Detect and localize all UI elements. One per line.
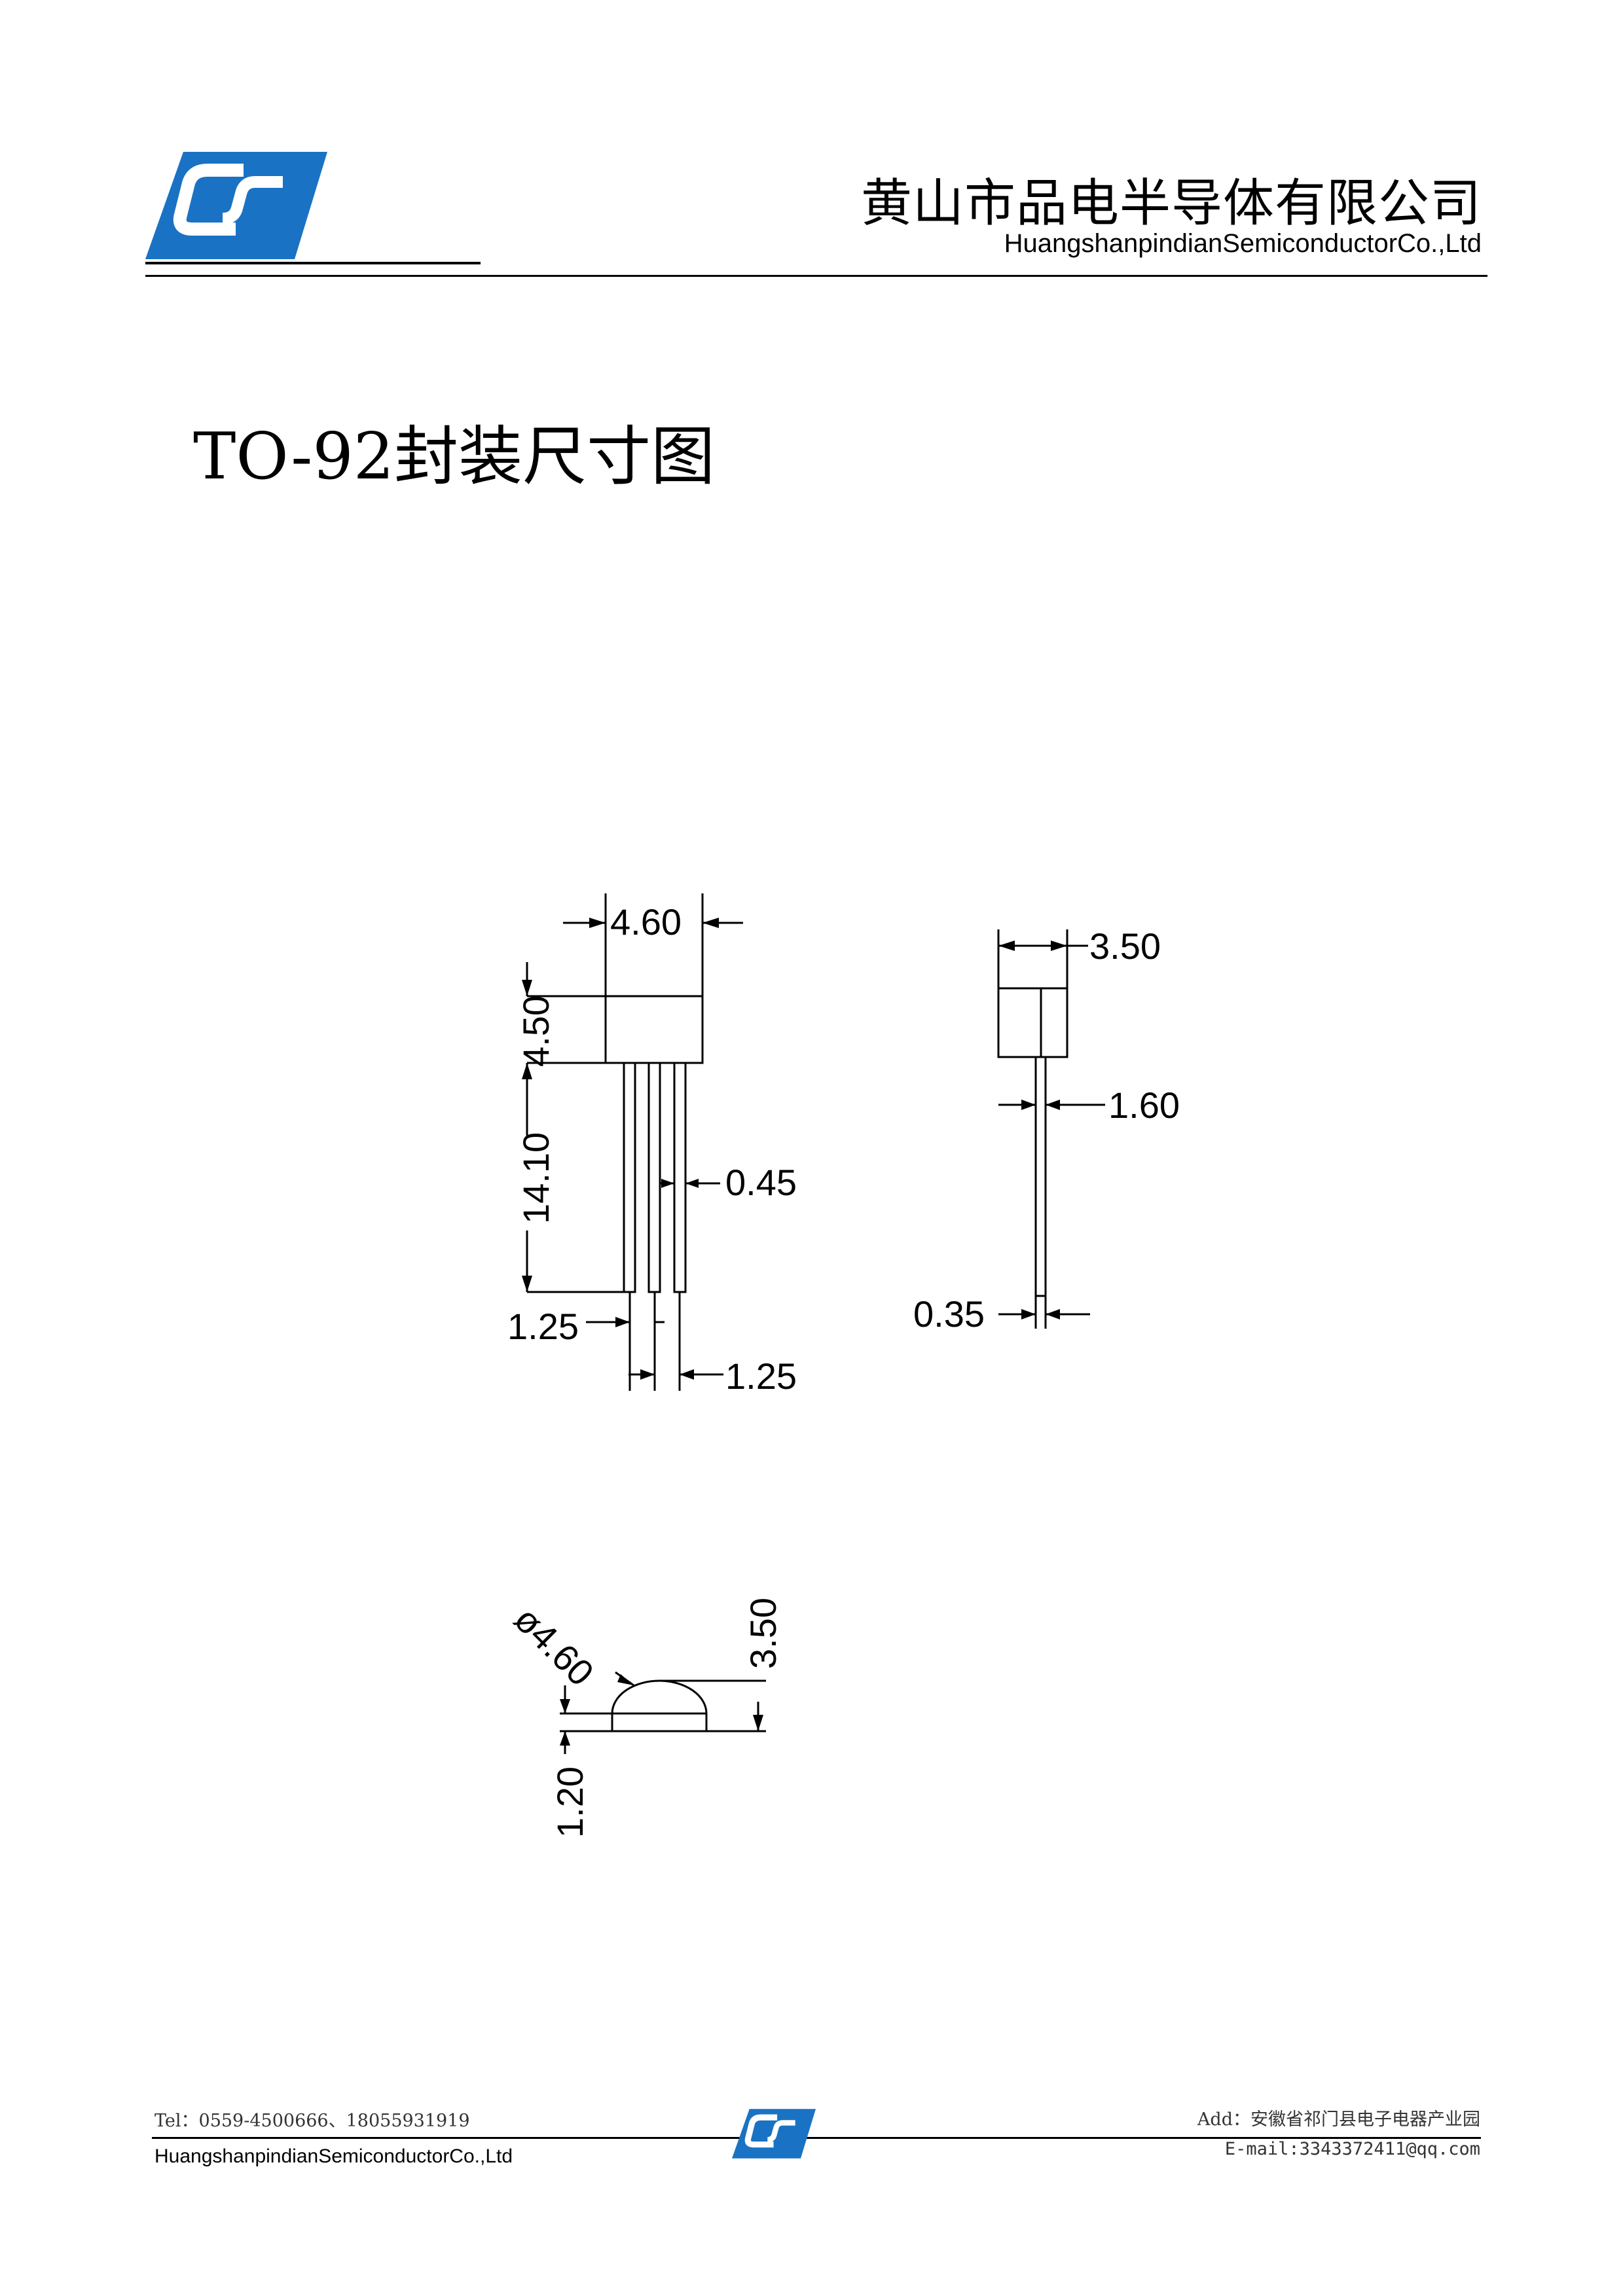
company-logo [145,152,327,259]
side-view [997,929,1105,1329]
header-divider [145,275,1487,277]
front-body [604,995,704,1064]
footer-company-en: HuangshanpindianSemiconductorCo.,Ltd [155,2145,513,2167]
footer-logo [732,2109,816,2159]
dim-bottom-height: 3.50 [742,1598,784,1669]
footer-telephone: Tel：0559-4500666、18055931919 [155,2111,470,2131]
document-title: TO-92封装尺寸图 [193,420,716,494]
dim-body-height: 4.50 [515,996,556,1067]
dim-bottom-diameter: ø4.60 [507,1598,602,1694]
dim-lead-length: 14.10 [515,1132,556,1224]
company-name-en: HuangshanpindianSemiconductorCo.,Ltd [1004,229,1482,258]
dim-pitch-right: 1.25 [725,1355,797,1397]
bottom-outline [611,1679,708,1732]
front-lead-left [623,1062,636,1293]
logo-underline [145,262,481,264]
bottom-view [560,1671,766,1754]
dim-body-depth: 3.50 [1089,925,1161,967]
dim-lead-thickness: 0.35 [913,1293,985,1335]
footer-divider [152,2137,1481,2139]
company-name-cn: 黄山市品电半导体有限公司 [860,174,1482,233]
dim-bottom-flat-height: 1.20 [549,1767,591,1838]
side-body [997,987,1068,1058]
footer-email: E-mail:3343372411@qq.com [1224,2139,1480,2159]
dim-body-width: 4.60 [610,901,682,942]
side-lead [1034,1056,1047,1297]
dim-lead-offset: 1.60 [1108,1085,1180,1126]
dim-lead-width: 0.45 [725,1162,797,1203]
footer-address: Add：安徽省祁门县电子电器产业园 [1197,2109,1480,2130]
front-lead-right [673,1062,687,1293]
dim-pitch-left: 1.25 [507,1306,579,1347]
front-lead-center [647,1062,661,1293]
front-view [522,893,743,1391]
